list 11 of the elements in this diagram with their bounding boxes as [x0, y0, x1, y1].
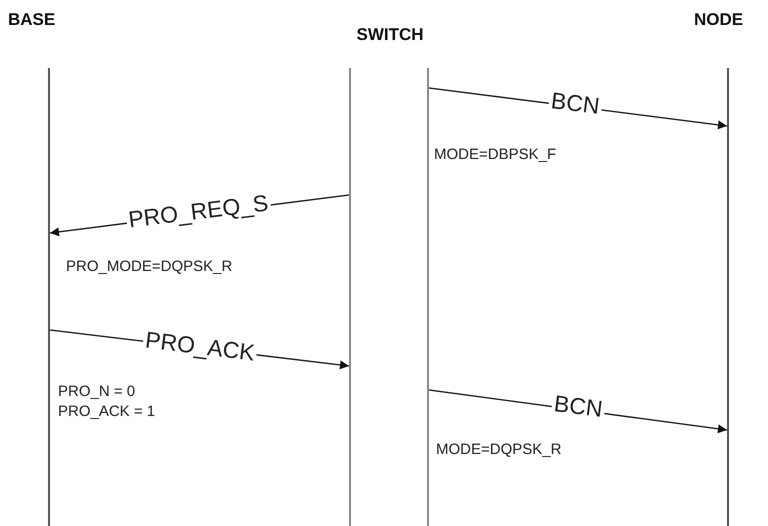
parameter-note: MODE=DQPSK_R	[436, 441, 562, 458]
parameter-note: PRO_ACK = 1	[58, 403, 156, 420]
participant-label: NODE	[694, 10, 744, 30]
parameter-note: PRO_N = 0	[58, 383, 136, 400]
participant-label: SWITCH	[356, 25, 424, 45]
lifeline	[727, 68, 729, 526]
lifeline-pair	[349, 68, 429, 526]
parameter-note: MODE=DBPSK_F	[434, 146, 556, 163]
participant-label: BASE	[8, 10, 56, 30]
parameter-note: PRO_MODE=DQPSK_R	[66, 258, 232, 275]
lifeline	[48, 68, 50, 526]
